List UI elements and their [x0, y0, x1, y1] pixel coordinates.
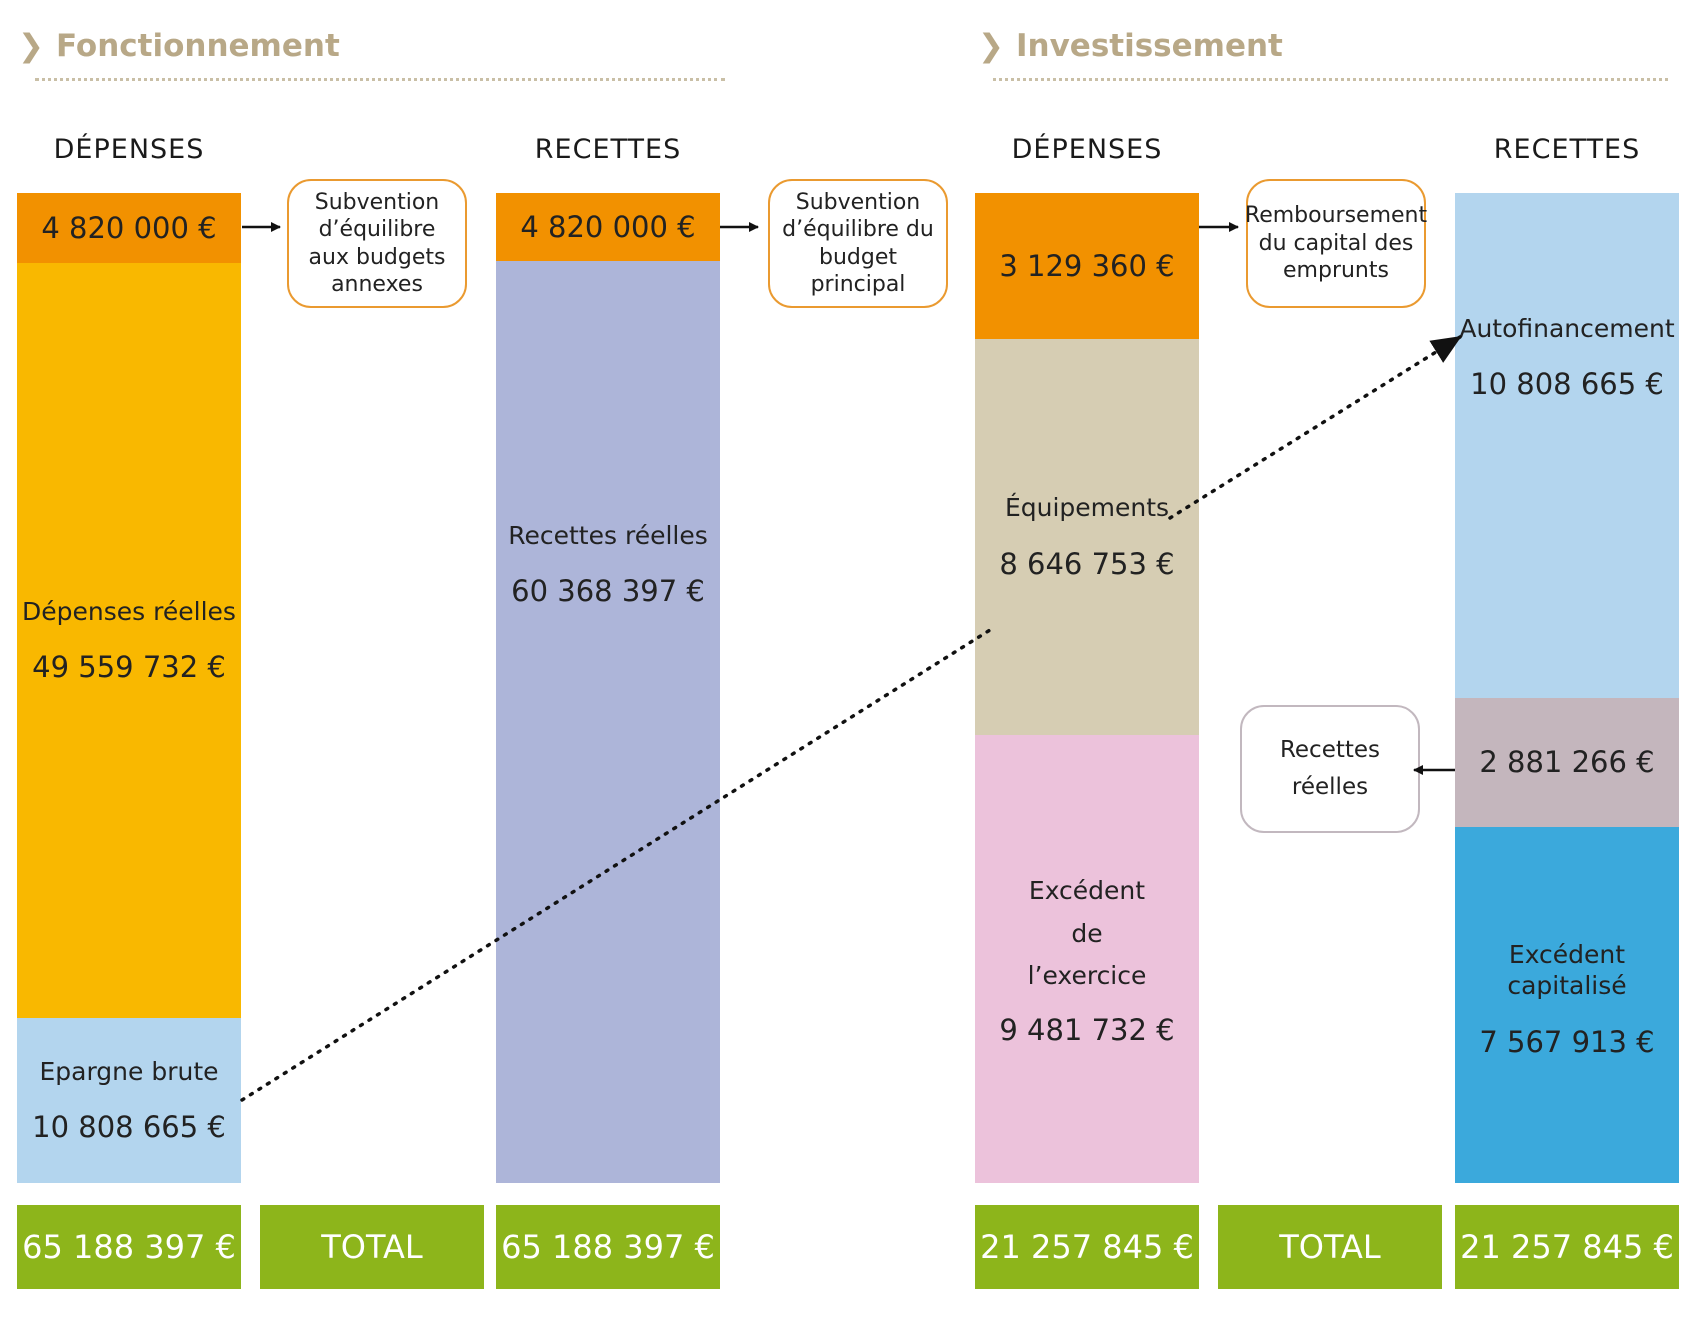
- fonct-depenses-subvention-value: 4 820 000 €: [41, 210, 217, 245]
- total-invest-recettes: 21 257 845 €: [1455, 1205, 1679, 1289]
- invest-depenses-remboursement-block: 3 129 360 €: [975, 193, 1199, 339]
- fonct-recettes-reelles-value: 60 368 397 €: [511, 574, 705, 609]
- heading-invest-recettes: RECETTES: [1493, 134, 1641, 165]
- fonct-epargne-brute-block: Epargne brute 10 808 665 €: [17, 1018, 241, 1183]
- note-remboursement-capital: Remboursement du capital des emprunts: [1245, 179, 1427, 308]
- fonct-recettes-subvention-value: 4 820 000 €: [520, 209, 696, 244]
- fonct-depenses-reelles-value: 49 559 732 €: [32, 650, 226, 684]
- section-title-text: Investissement: [1015, 28, 1283, 64]
- dotted-connector-epargne: [240, 628, 992, 1102]
- invest-excedent-exercice-label: Excédent de l’exercice: [1027, 876, 1147, 991]
- section-divider: [35, 78, 725, 81]
- invest-depenses-remboursement-value: 3 129 360 €: [999, 248, 1175, 283]
- total-label-fonctionnement: TOTAL: [260, 1205, 484, 1289]
- fonct-recettes-reelles-label: Recettes réelles: [508, 521, 708, 550]
- section-title-text: Fonctionnement: [55, 28, 340, 64]
- section-title-investissement: ❯ Investissement: [978, 28, 1283, 64]
- invest-recettes-reelles-value: 2 881 266 €: [1479, 745, 1655, 780]
- total-invest-depenses: 21 257 845 €: [975, 1205, 1199, 1289]
- fonct-epargne-brute-value: 10 808 665 €: [32, 1110, 226, 1144]
- invest-excedent-exercice-block: Excédent de l’exercice 9 481 732 €: [975, 735, 1199, 1183]
- invest-equipements-value: 8 646 753 €: [999, 546, 1175, 581]
- fonct-depenses-reelles-block: Dépenses réelles 49 559 732 €: [17, 263, 241, 1018]
- fonct-recettes-subvention-block: 4 820 000 €: [496, 193, 720, 261]
- section-divider: [993, 78, 1668, 81]
- invest-equipements-label: Équipements: [1004, 493, 1170, 523]
- invest-autofinancement-block: Autofinancement 10 808 665 €: [1455, 193, 1679, 698]
- invest-excedent-capitalise-block: Excédent capitalisé 7 567 913 €: [1455, 827, 1679, 1183]
- invest-autofinancement-label: Autofinancement: [1459, 314, 1675, 343]
- note-recettes-reelles: Recettes réelles: [1240, 705, 1420, 833]
- invest-autofinancement-value: 10 808 665 €: [1470, 367, 1664, 402]
- invest-equipements-block: Équipements 8 646 753 €: [975, 339, 1199, 735]
- dotted-connector-autofinancement: [1168, 335, 1462, 520]
- total-fonct-recettes: 65 188 397 €: [496, 1205, 720, 1289]
- total-label-investissement: TOTAL: [1218, 1205, 1442, 1289]
- heading-fonct-depenses: DÉPENSES: [53, 134, 205, 165]
- invest-recettes-reelles-block: 2 881 266 €: [1455, 698, 1679, 827]
- chevron-right-icon: ❯: [978, 28, 1004, 64]
- section-title-fonctionnement: ❯ Fonctionnement: [18, 28, 340, 64]
- note-subvention-budgets-annexes: Subvention d’équilibre aux budgets annex…: [287, 179, 467, 308]
- invest-excedent-exercice-value: 9 481 732 €: [999, 1012, 1175, 1047]
- chevron-right-icon: ❯: [18, 28, 44, 64]
- invest-excedent-capitalise-label: Excédent capitalisé: [1507, 940, 1627, 1001]
- total-fonct-depenses: 65 188 397 €: [17, 1205, 241, 1289]
- heading-fonct-recettes: RECETTES: [534, 134, 682, 165]
- fonct-recettes-reelles-block: Recettes réelles 60 368 397 €: [496, 261, 720, 1183]
- fonct-depenses-subvention-block: 4 820 000 €: [17, 193, 241, 263]
- heading-invest-depenses: DÉPENSES: [1011, 134, 1163, 165]
- fonct-depenses-reelles-label: Dépenses réelles: [22, 596, 236, 626]
- invest-excedent-capitalise-value: 7 567 913 €: [1479, 1024, 1655, 1059]
- note-subvention-budget-principal: Subvention d’équilibre du budget princip…: [768, 179, 948, 308]
- fonct-epargne-brute-label: Epargne brute: [39, 1056, 219, 1086]
